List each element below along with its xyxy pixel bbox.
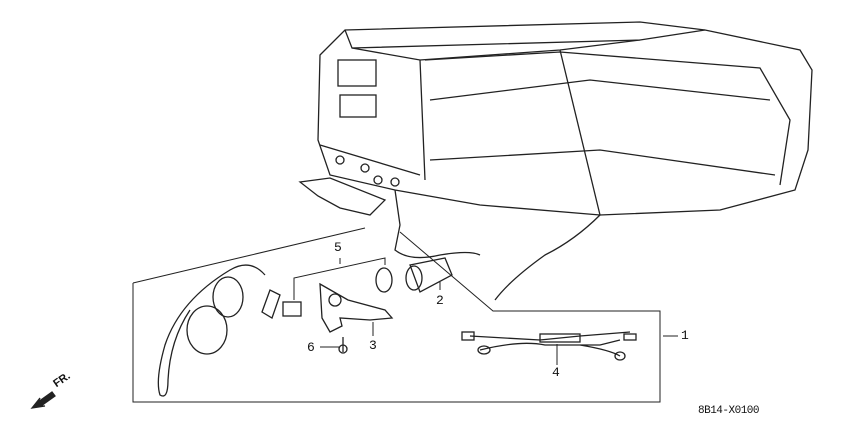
harness-drawing [461, 331, 637, 361]
callout-3[interactable]: 3 [369, 338, 377, 353]
callout-5[interactable]: 5 [334, 240, 342, 255]
callout-4[interactable]: 4 [552, 365, 560, 380]
screw-drawing [338, 337, 348, 354]
diagram-code: 8B14-X0100 [698, 405, 760, 417]
callout-box [132, 227, 661, 403]
grommet-drawing [375, 257, 453, 293]
callout-1[interactable]: 1 [681, 328, 689, 343]
callout-6[interactable]: 6 [307, 340, 315, 355]
leader-lines [293, 257, 678, 365]
bracket-drawing [319, 282, 394, 333]
stop-switch-lanyard [157, 264, 302, 397]
engine-cover-drawing [298, 21, 813, 301]
front-arrow-icon [30, 391, 56, 409]
callout-2[interactable]: 2 [436, 293, 444, 308]
